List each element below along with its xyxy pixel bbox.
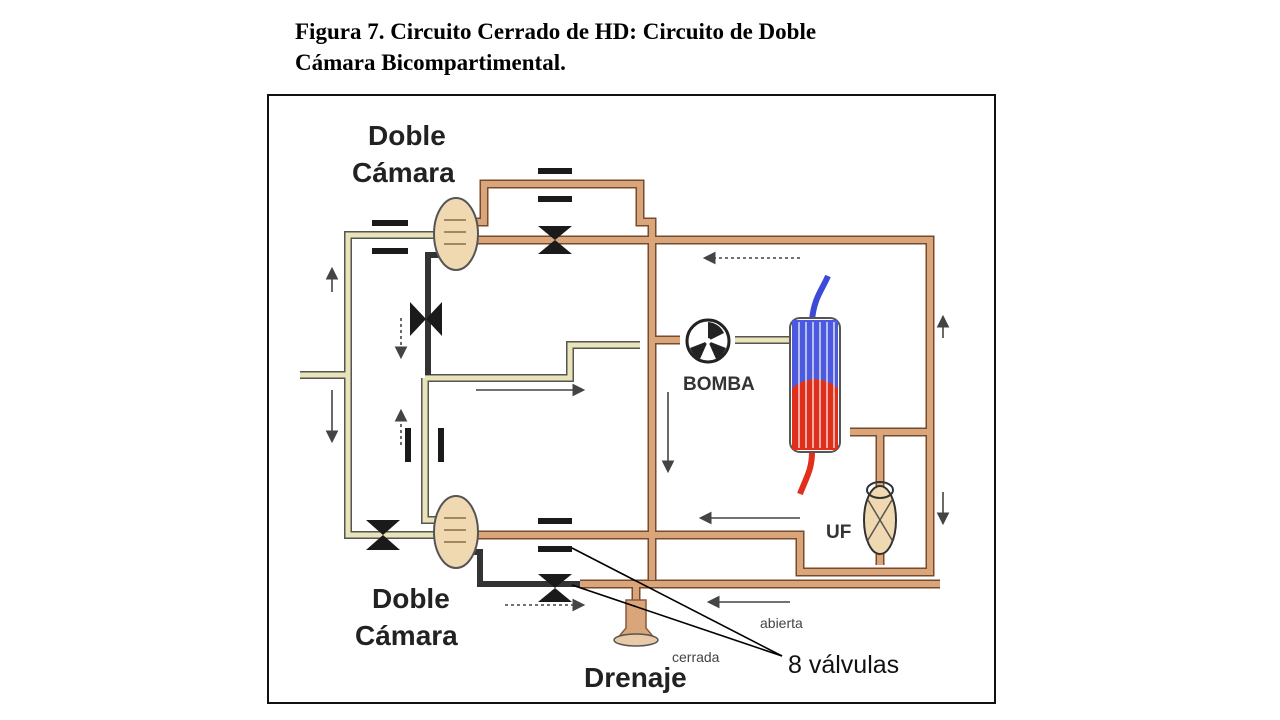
pump-icon <box>685 318 731 364</box>
fresh-dialysate-lines <box>300 231 790 539</box>
valve-bottom-open <box>538 518 572 552</box>
uf-pump-icon <box>863 481 897 555</box>
dialyzer-filter-icon <box>789 274 841 496</box>
flow-arrows <box>325 251 950 612</box>
valves-label: 8 válvulas <box>788 651 899 679</box>
closed-label: cerrada <box>672 649 720 665</box>
figure-caption: Figura 7. Circuito Cerrado de HD: Circui… <box>295 16 995 78</box>
top-double-chamber <box>433 197 479 271</box>
top-chamber-label-line-2: Cámara <box>352 157 455 188</box>
pump-label: BOMBA <box>683 374 755 395</box>
figure-caption-line-1: Figura 7. Circuito Cerrado de HD: Circui… <box>295 19 817 44</box>
figure-caption-line-2: Cámara Bicompartimental. <box>295 50 566 75</box>
dialysate-return-lines <box>470 179 940 630</box>
open-label: abierta <box>760 615 803 631</box>
valve-top-open <box>538 168 572 202</box>
valve-leader-lines <box>571 547 783 657</box>
bottom-double-chamber <box>433 495 479 569</box>
top-chamber-label-line-1: Doble <box>368 120 446 151</box>
valve-middle-open <box>405 428 444 462</box>
drain-label: Drenaje <box>584 662 687 693</box>
valve-bottom-closed <box>538 574 572 602</box>
valve-top-closed <box>538 226 572 254</box>
bottom-chamber-label-line-2: Cámara <box>355 620 458 651</box>
uf-label: UF <box>826 522 851 543</box>
valve-left-closed <box>410 302 442 336</box>
bottom-chamber-label-line-1: Doble <box>372 583 450 614</box>
valve-bottom-left-closed <box>366 520 400 550</box>
valve-left-open <box>372 220 408 254</box>
